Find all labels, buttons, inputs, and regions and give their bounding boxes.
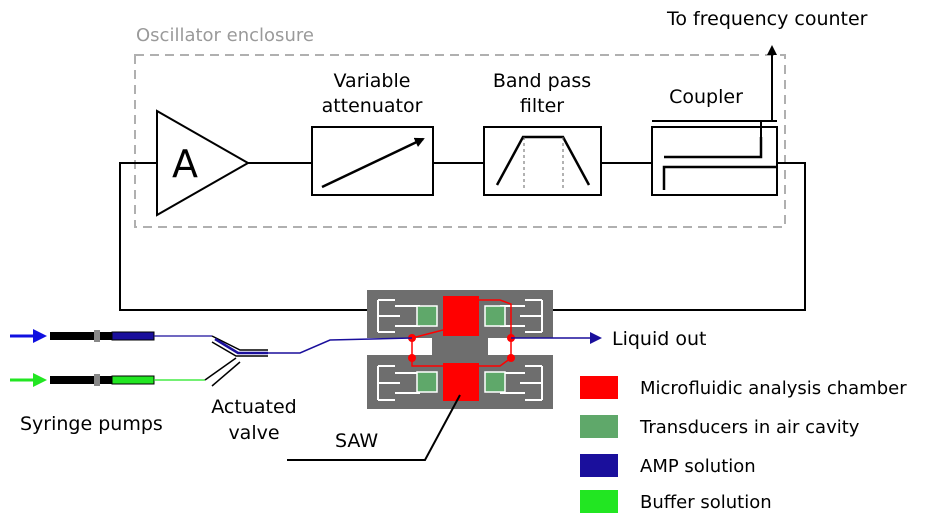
valve-label-line2: valve: [228, 422, 279, 444]
transducer-bottom-right: [484, 371, 506, 393]
legend-swatch-amp: [580, 454, 618, 477]
amplifier-triangle: [156, 109, 251, 217]
valve-to-chip-tube: [268, 337, 413, 354]
chip-inlet-bottom: [408, 354, 416, 362]
output-line: [760, 45, 777, 137]
legend-label-buffer: Buffer solution: [640, 492, 772, 513]
attenuator-label-line2: attenuator: [322, 95, 423, 117]
loop-wire-left: [119, 162, 367, 311]
output-label: To frequency counter: [666, 8, 868, 30]
analysis-chamber-top: [443, 296, 479, 336]
attenuator-arrow: [321, 137, 425, 189]
attenuator-box: [311, 126, 434, 196]
loop-wire-right: [553, 162, 806, 311]
enclosure-label: Oscillator enclosure: [136, 25, 314, 46]
legend-label-transducers: Transducers in air cavity: [639, 417, 860, 438]
filter-box: [483, 126, 602, 196]
legend-label-chamber: Microfluidic analysis chamber: [640, 378, 907, 399]
filter-label-line1: Band pass: [493, 70, 591, 92]
filter-label-line2: filter: [520, 95, 564, 117]
coupler-line-lower: [662, 165, 777, 190]
legend-swatch-chamber: [580, 376, 618, 399]
transducer-top-right: [484, 305, 506, 327]
saw-chip: [367, 290, 553, 409]
attenuator-label-line1: Variable: [334, 70, 411, 92]
coupler-line-upper: [664, 137, 763, 159]
chip-center-bridge: [432, 338, 488, 355]
analysis-chamber-bottom: [443, 363, 479, 401]
syringe-pump-buffer: [10, 373, 205, 387]
legend-label-amp: AMP solution: [640, 456, 756, 477]
coupler-label: Coupler: [669, 86, 743, 108]
syringe-pumps-label: Syringe pumps: [20, 413, 163, 435]
chip-outlet-bottom: [507, 354, 515, 362]
legend-swatch-buffer: [580, 490, 618, 513]
transducer-bottom-left: [416, 371, 438, 393]
oscillator-enclosure: [134, 54, 786, 228]
amplifier-symbol: A: [172, 142, 198, 186]
legend-swatch-transducers: [580, 415, 618, 438]
transducer-top-left: [416, 305, 438, 327]
filter-passband-icon: [495, 135, 591, 186]
legend: Microfluidic analysis chamber Transducer…: [580, 376, 907, 513]
liquid-out-label: Liquid out: [612, 328, 706, 350]
saw-pointer-line: [287, 394, 461, 461]
coupler-box: [651, 126, 778, 196]
valve-label-line1: Actuated: [211, 396, 296, 418]
syringe-pump-amp: [10, 329, 212, 343]
saw-label: SAW: [335, 430, 378, 452]
electrodes-bottom: [377, 365, 543, 401]
actuated-valve: [204, 335, 268, 387]
